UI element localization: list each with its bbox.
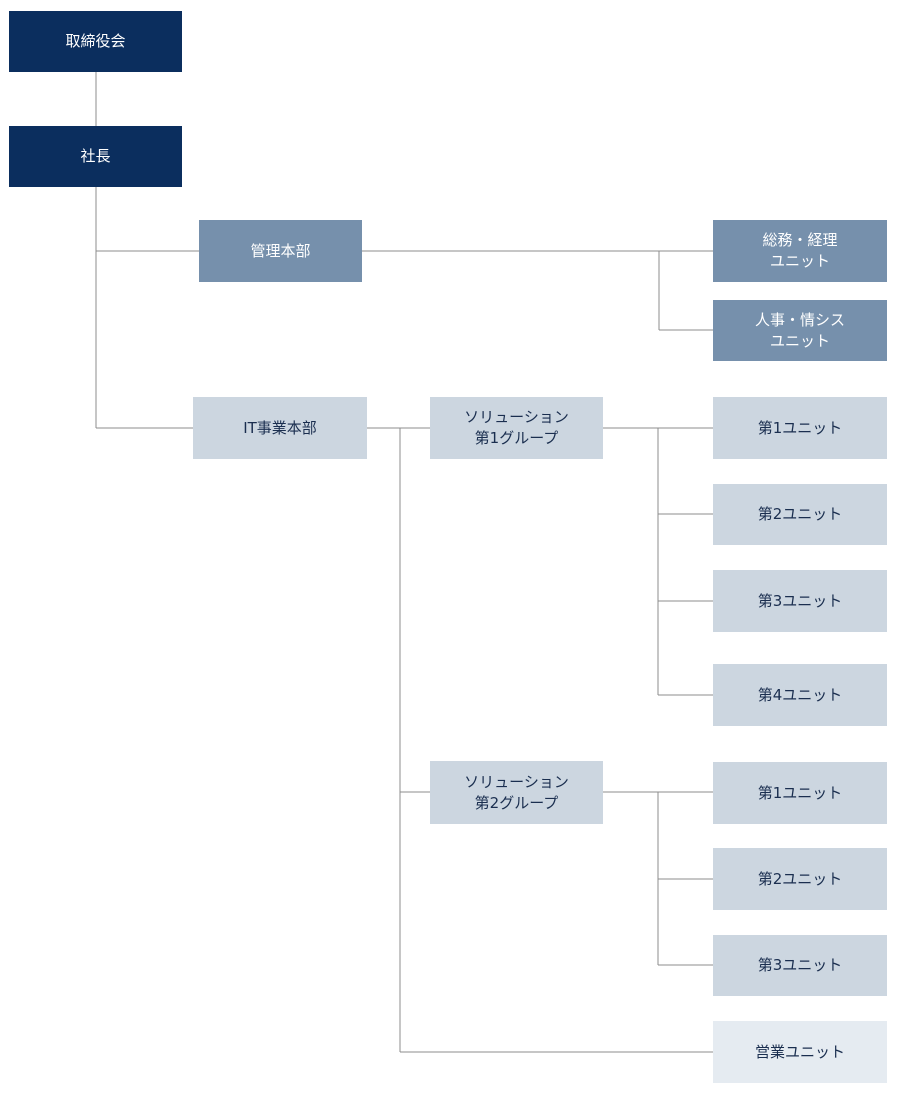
president-box: 社長	[9, 126, 182, 187]
admin-unit-general-affairs-box: 総務・経理 ユニット	[713, 220, 887, 282]
group-1-unit-3-box: 第3ユニット	[713, 570, 887, 632]
solution-group-2-box: ソリューション 第2グループ	[430, 761, 603, 824]
board-box: 取締役会	[9, 11, 182, 72]
admin-unit-hr-it-box: 人事・情シス ユニット	[713, 300, 887, 361]
group-1-unit-2-box: 第2ユニット	[713, 484, 887, 545]
admin-division-box: 管理本部	[199, 220, 362, 282]
group-2-unit-1-box: 第1ユニット	[713, 762, 887, 824]
sales-unit-box: 営業ユニット	[713, 1021, 887, 1083]
it-division-box: IT事業本部	[193, 397, 367, 459]
group-2-unit-3-box: 第3ユニット	[713, 935, 887, 996]
solution-group-1-box: ソリューション 第1グループ	[430, 397, 603, 459]
group-1-unit-1-box: 第1ユニット	[713, 397, 887, 459]
group-1-unit-4-box: 第4ユニット	[713, 664, 887, 726]
group-2-unit-2-box: 第2ユニット	[713, 848, 887, 910]
